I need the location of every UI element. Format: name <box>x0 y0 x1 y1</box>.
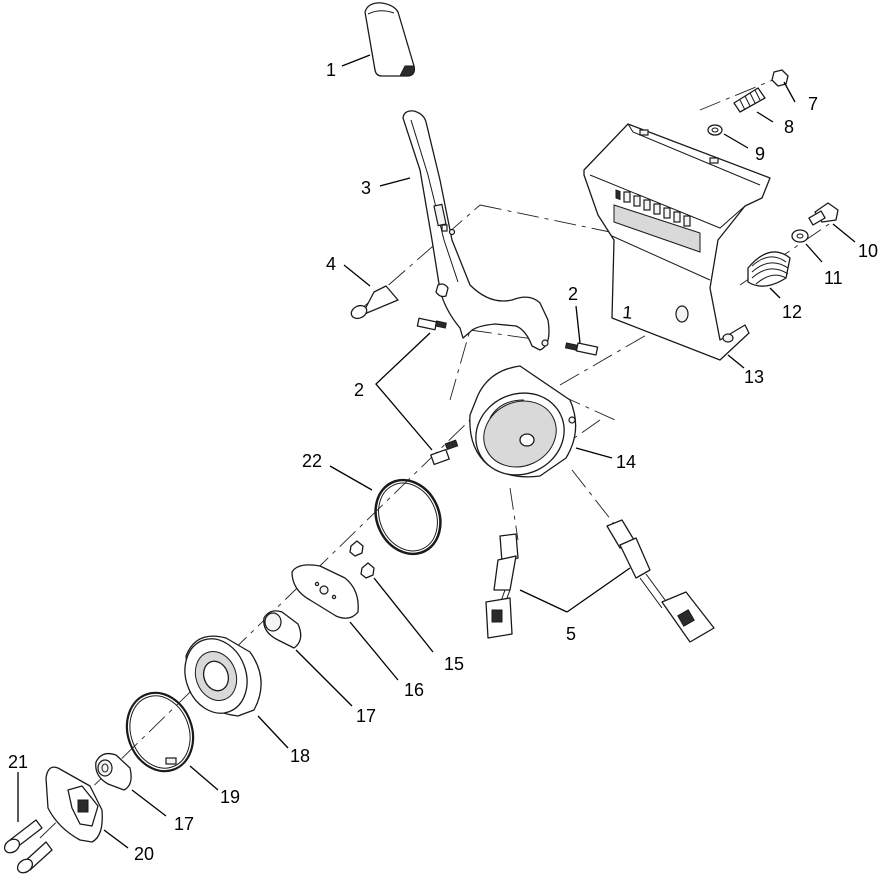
callout-17-lower: 17 <box>174 814 194 834</box>
screws <box>416 317 599 466</box>
callout-20: 20 <box>134 844 154 864</box>
callout-labels: 1 2 2 3 4 5 7 8 9 10 11 12 13 14 15 16 1… <box>8 60 878 864</box>
callout-22: 22 <box>302 451 322 471</box>
callout-1: 1 <box>326 60 336 80</box>
nuts <box>349 540 375 579</box>
callout-7: 7 <box>808 94 818 114</box>
callout-17-upper: 17 <box>356 706 376 726</box>
callout-10: 10 <box>858 241 878 261</box>
sensor-left <box>485 533 519 639</box>
small-spring <box>733 87 766 113</box>
hub-lower <box>95 752 132 791</box>
sensor-harnesses <box>485 519 715 643</box>
clevis-pin <box>350 285 399 320</box>
callout-18: 18 <box>290 746 310 766</box>
mounting-bracket: 1 <box>583 123 771 361</box>
upper-spring-group <box>707 69 789 136</box>
callout-21: 21 <box>8 752 28 772</box>
callout-19: 19 <box>220 787 240 807</box>
lever-arm <box>402 110 550 351</box>
cam-plate <box>291 564 359 619</box>
screw-lower <box>430 439 459 466</box>
large-spring <box>747 251 791 287</box>
pins <box>3 819 53 874</box>
handle-grip <box>364 2 416 77</box>
callout-13: 13 <box>744 367 764 387</box>
callout-16: 16 <box>404 680 424 700</box>
bearing-housing <box>469 365 577 478</box>
leader-lines <box>17 54 856 849</box>
hub-upper <box>263 610 302 649</box>
bracket-detent-slots <box>615 189 691 227</box>
callout-14: 14 <box>616 452 636 472</box>
end-plate <box>45 766 103 843</box>
callout-15: 15 <box>444 654 464 674</box>
callout-5: 5 <box>566 624 576 644</box>
callout-3: 3 <box>361 178 371 198</box>
callout-9: 9 <box>755 144 765 164</box>
screw-upper-left <box>416 317 447 331</box>
bearing <box>184 635 262 717</box>
snap-ring <box>125 691 195 773</box>
bracket-mark: 1 <box>622 302 634 323</box>
callout-2-upper: 2 <box>568 284 578 304</box>
callout-8: 8 <box>784 117 794 137</box>
sensor-right <box>606 519 715 643</box>
screw-right <box>564 342 599 356</box>
right-spring-group <box>747 202 839 287</box>
callout-11: 11 <box>824 268 843 288</box>
callout-12: 12 <box>782 302 802 322</box>
o-ring <box>374 478 442 556</box>
callout-4: 4 <box>326 254 336 274</box>
callout-2-left: 2 <box>354 380 364 400</box>
